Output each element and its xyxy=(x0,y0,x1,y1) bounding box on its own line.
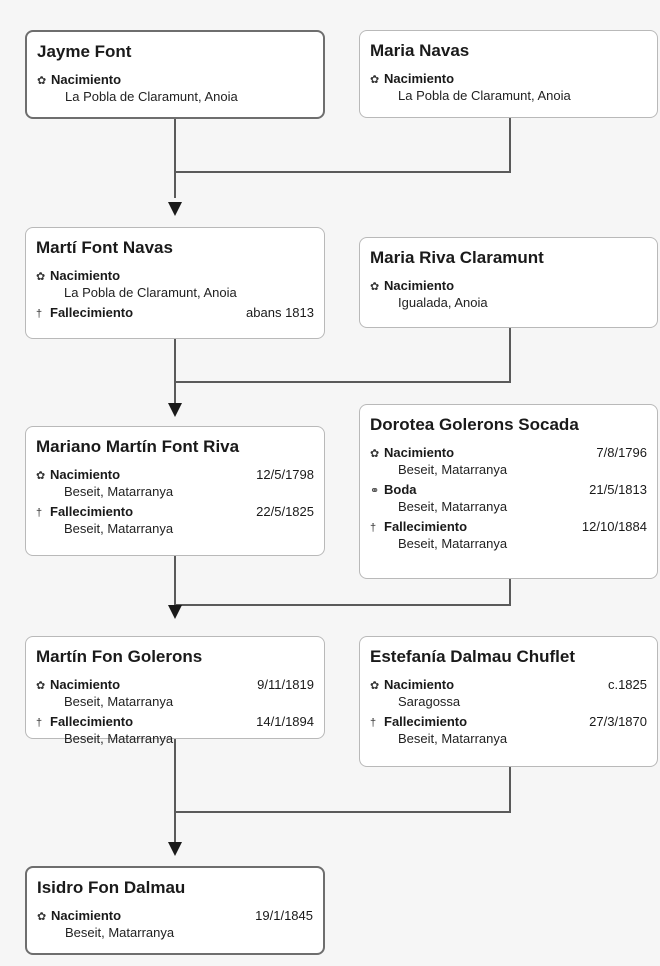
marriage-rings-icon: ⚭ xyxy=(370,485,380,497)
connector-gen3 xyxy=(174,555,511,606)
birth-event: ✿ Nacimiento 7/8/1796 Beseit, Matarranya xyxy=(370,445,647,477)
birth-event: ✿ Nacimiento La Pobla de Claramunt, Anoi… xyxy=(37,72,313,104)
person-card-dorotea-golerons-socada[interactable]: Dorotea Golerons Socada ✿ Nacimiento 7/8… xyxy=(359,404,658,579)
connector-gen1 xyxy=(174,118,511,198)
death-event: † Fallecimiento 14/1/1894 Beseit, Matarr… xyxy=(36,714,314,746)
event-label: Nacimiento xyxy=(384,278,455,293)
person-name: Maria Navas xyxy=(370,41,470,60)
event-place: Beseit, Matarranya xyxy=(64,521,174,536)
person-card-mariano-martin-font-riva[interactable]: Mariano Martín Font Riva ✿ Nacimiento 12… xyxy=(25,426,325,556)
event-label: Fallecimiento xyxy=(50,305,134,320)
person-name: Martín Fon Golerons xyxy=(36,647,203,666)
death-event: † Fallecimiento 12/10/1884 Beseit, Matar… xyxy=(370,519,647,551)
event-place: La Pobla de Claramunt, Anoia xyxy=(398,88,571,103)
event-place: Beseit, Matarranya xyxy=(398,731,508,746)
death-event: † Fallecimiento 22/5/1825 Beseit, Matarr… xyxy=(36,504,314,536)
birth-flower-icon: ✿ xyxy=(37,75,47,87)
event-date: 19/1/1845 xyxy=(255,908,313,923)
event-label: Nacimiento xyxy=(51,908,122,923)
death-event: † Fallecimiento 27/3/1870 Beseit, Matarr… xyxy=(370,714,647,746)
event-place: Beseit, Matarranya xyxy=(398,462,508,477)
person-card-estefania-dalmau-chuflet[interactable]: Estefanía Dalmau Chuflet ✿ Nacimiento c.… xyxy=(359,636,658,767)
person-name: Jayme Font xyxy=(37,42,132,61)
event-date: 22/5/1825 xyxy=(256,504,314,519)
event-place: Beseit, Matarranya xyxy=(398,499,508,514)
person-card-maria-navas[interactable]: Maria Navas ✿ Nacimiento La Pobla de Cla… xyxy=(359,30,658,118)
birth-flower-icon: ✿ xyxy=(370,448,380,460)
birth-event: ✿ Nacimiento La Pobla de Claramunt, Anoi… xyxy=(370,71,647,103)
event-label: Nacimiento xyxy=(384,677,455,692)
arrow-head-gen2 xyxy=(168,403,182,417)
person-name: Mariano Martín Font Riva xyxy=(36,437,240,456)
birth-flower-icon: ✿ xyxy=(36,271,46,283)
person-card-jayme-font[interactable]: Jayme Font ✿ Nacimiento La Pobla de Clar… xyxy=(25,30,325,119)
event-date: 21/5/1813 xyxy=(589,482,647,497)
birth-event: ✿ Nacimiento 9/11/1819 Beseit, Matarrany… xyxy=(36,677,314,709)
person-name: Isidro Fon Dalmau xyxy=(37,878,186,897)
event-label: Nacimiento xyxy=(384,71,455,86)
person-card-martin-fon-golerons[interactable]: Martín Fon Golerons ✿ Nacimiento 9/11/18… xyxy=(25,636,325,746)
event-place: Beseit, Matarranya xyxy=(398,536,508,551)
death-cross-icon: † xyxy=(36,717,43,729)
arrow-head-gen4 xyxy=(168,842,182,856)
person-name: Dorotea Golerons Socada xyxy=(370,415,579,434)
event-date: 7/8/1796 xyxy=(596,445,647,460)
event-place: La Pobla de Claramunt, Anoia xyxy=(65,89,238,104)
event-date: abans 1813 xyxy=(246,305,314,320)
event-label: Fallecimiento xyxy=(384,519,468,534)
connector-gen4 xyxy=(174,738,511,842)
event-label: Nacimiento xyxy=(50,467,121,482)
event-place: Beseit, Matarranya xyxy=(64,694,174,709)
event-place: Saragossa xyxy=(398,694,461,709)
person-name: Martí Font Navas xyxy=(36,238,173,257)
death-cross-icon: † xyxy=(36,308,43,320)
birth-event: ✿ Nacimiento Igualada, Anoia xyxy=(370,278,647,310)
birth-flower-icon: ✿ xyxy=(370,680,380,692)
person-name: Estefanía Dalmau Chuflet xyxy=(370,647,575,666)
event-place: La Pobla de Claramunt, Anoia xyxy=(64,285,237,300)
event-date: 9/11/1819 xyxy=(257,677,314,692)
event-label: Nacimiento xyxy=(384,445,455,460)
death-cross-icon: † xyxy=(370,717,377,729)
death-event: † Fallecimiento abans 1813 xyxy=(36,305,314,320)
birth-event: ✿ Nacimiento 19/1/1845 Beseit, Matarrany… xyxy=(37,908,313,940)
birth-event: ✿ Nacimiento 12/5/1798 Beseit, Matarrany… xyxy=(36,467,314,499)
event-date: 14/1/1894 xyxy=(256,714,314,729)
event-place: Beseit, Matarranya xyxy=(64,731,174,746)
event-label: Nacimiento xyxy=(50,677,121,692)
event-label: Fallecimiento xyxy=(384,714,468,729)
event-place: Beseit, Matarranya xyxy=(65,925,175,940)
birth-flower-icon: ✿ xyxy=(36,470,46,482)
birth-flower-icon: ✿ xyxy=(37,911,47,923)
arrow-head-gen3 xyxy=(168,605,182,619)
person-card-maria-riva-claramunt[interactable]: Maria Riva Claramunt ✿ Nacimiento Iguala… xyxy=(359,237,658,328)
event-date: 27/3/1870 xyxy=(589,714,647,729)
birth-flower-icon: ✿ xyxy=(370,74,380,86)
event-place: Beseit, Matarranya xyxy=(64,484,174,499)
death-cross-icon: † xyxy=(370,522,377,534)
event-label: Fallecimiento xyxy=(50,714,134,729)
event-label: Nacimiento xyxy=(51,72,122,87)
birth-event: ✿ Nacimiento c.1825 Saragossa xyxy=(370,677,647,709)
event-label: Nacimiento xyxy=(50,268,121,283)
birth-flower-icon: ✿ xyxy=(370,281,380,293)
arrow-head-gen1 xyxy=(168,202,182,216)
event-date: 12/5/1798 xyxy=(256,467,314,482)
event-date: c.1825 xyxy=(607,677,647,692)
event-label: Boda xyxy=(384,482,417,497)
marriage-event: ⚭ Boda 21/5/1813 Beseit, Matarranya xyxy=(370,482,647,514)
event-place: Igualada, Anoia xyxy=(398,295,488,310)
person-card-isidro-fon-dalmau[interactable]: Isidro Fon Dalmau ✿ Nacimiento 19/1/1845… xyxy=(25,866,325,955)
birth-flower-icon: ✿ xyxy=(36,680,46,692)
connector-gen2 xyxy=(174,328,511,405)
person-name: Maria Riva Claramunt xyxy=(370,248,544,267)
event-label: Fallecimiento xyxy=(50,504,134,519)
event-date: 12/10/1884 xyxy=(581,519,647,534)
person-card-marti-font-navas[interactable]: Martí Font Navas ✿ Nacimiento La Pobla d… xyxy=(25,227,325,339)
birth-event: ✿ Nacimiento La Pobla de Claramunt, Anoi… xyxy=(36,268,314,300)
death-cross-icon: † xyxy=(36,507,43,519)
